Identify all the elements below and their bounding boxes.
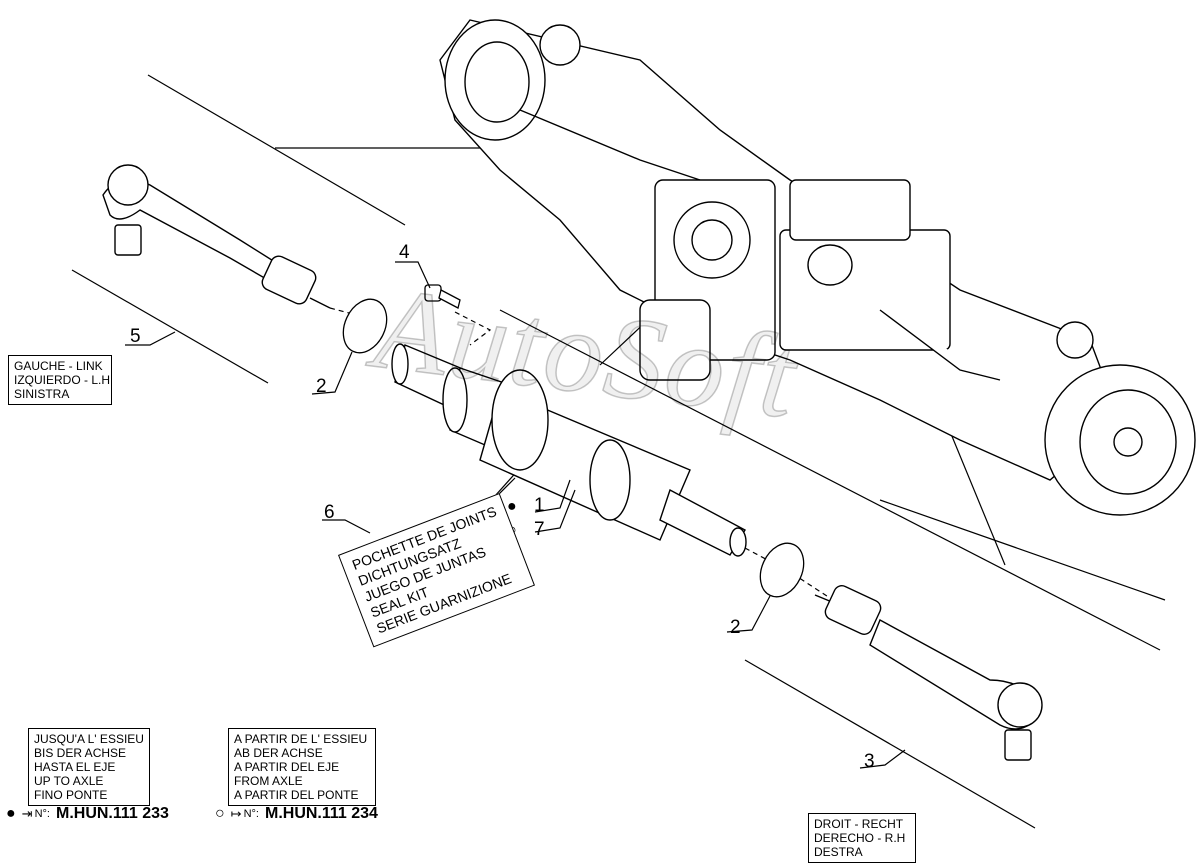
side-right-line: DERECHO - R.H	[814, 831, 906, 845]
assembly-dash	[454, 311, 492, 346]
serial-label: N°:	[243, 808, 259, 820]
from-axle-line: A PARTIR DEL EJE	[234, 760, 340, 774]
serial-number: M.HUN.111 234	[264, 805, 378, 822]
filled-dot-icon: ●	[6, 805, 16, 822]
left-gasket	[342, 298, 388, 354]
right-gasket	[759, 542, 805, 598]
assembly-line	[499, 309, 1161, 651]
arrow-to-bar-icon: ⇥	[21, 806, 33, 821]
side-right-line: DESTRA	[814, 845, 863, 859]
right-tie-rod-end	[814, 585, 1043, 761]
callout-6: 6	[324, 502, 335, 523]
leader-6	[322, 519, 371, 534]
from-axle-line: A PARTIR DE L' ESSIEU	[234, 732, 368, 746]
from-axle-line: AB DER ACHSE	[234, 746, 323, 760]
serial-number: M.HUN.111 233	[55, 805, 169, 822]
assembly-dash	[744, 547, 831, 599]
up-to-axle-line: HASTA EL EJE	[34, 760, 116, 774]
leader-1	[534, 479, 571, 513]
leader-2a	[311, 351, 353, 395]
left-side-label: GAUCHE - LINK IZQUIERDO - L.H SINISTRA	[8, 355, 112, 405]
right-side-label: DROIT - RECHT DERECHO - R.H DESTRA	[808, 813, 916, 863]
callout-7: 7	[534, 519, 545, 540]
open-dot-icon: ○	[215, 805, 225, 822]
assembly-line	[71, 269, 269, 384]
callout-2-left: 2	[316, 376, 327, 397]
up-to-axle-line: UP TO AXLE	[34, 774, 104, 788]
callout-3: 3	[864, 751, 875, 772]
up-to-axle-line: FINO PONTE	[34, 788, 108, 802]
from-axle-box: A PARTIR DE L' ESSIEU AB DER ACHSE A PAR…	[228, 728, 376, 806]
up-to-axle-line: JUSQU'A L' ESSIEU	[34, 732, 144, 746]
callout-4: 4	[399, 242, 410, 263]
callout-5: 5	[130, 326, 141, 347]
leader-2b	[726, 595, 771, 633]
filled-dot-marker: ●	[507, 498, 517, 515]
side-right-line: DROIT - RECHT	[814, 817, 904, 831]
assembly-line	[147, 74, 406, 226]
up-to-axle-line: BIS DER ACHSE	[34, 746, 127, 760]
arrow-from-bar-icon: ↦	[230, 806, 242, 821]
leader-7	[534, 489, 576, 533]
leader-5	[125, 331, 176, 346]
from-axle-line: A PARTIR DEL PONTE	[234, 788, 359, 802]
callout-1: 1	[534, 495, 545, 516]
side-left-line: IZQUIERDO - L.H	[14, 373, 111, 387]
steering-cylinder	[391, 343, 747, 557]
callout-2-right: 2	[730, 617, 741, 638]
bolt	[424, 284, 461, 309]
left-tie-rod-end	[102, 164, 331, 309]
up-to-axle-box: JUSQU'A L' ESSIEU BIS DER ACHSE HASTA EL…	[28, 728, 150, 806]
assembly-line	[879, 499, 1166, 601]
from-axle-line: FROM AXLE	[234, 774, 303, 788]
serial-up-to: ● ⇥ N°: M.HUN.111 233	[6, 806, 169, 822]
axle-housing	[439, 19, 1196, 516]
side-left-line: GAUCHE - LINK	[14, 359, 103, 373]
serial-label: N°:	[34, 808, 50, 820]
leader-3	[859, 749, 906, 769]
assembly-line	[744, 659, 1036, 829]
leader-4	[395, 261, 431, 289]
side-left-line: SINISTRA	[14, 387, 70, 401]
serial-from: ○ ↦ N°: M.HUN.111 234	[215, 806, 378, 822]
